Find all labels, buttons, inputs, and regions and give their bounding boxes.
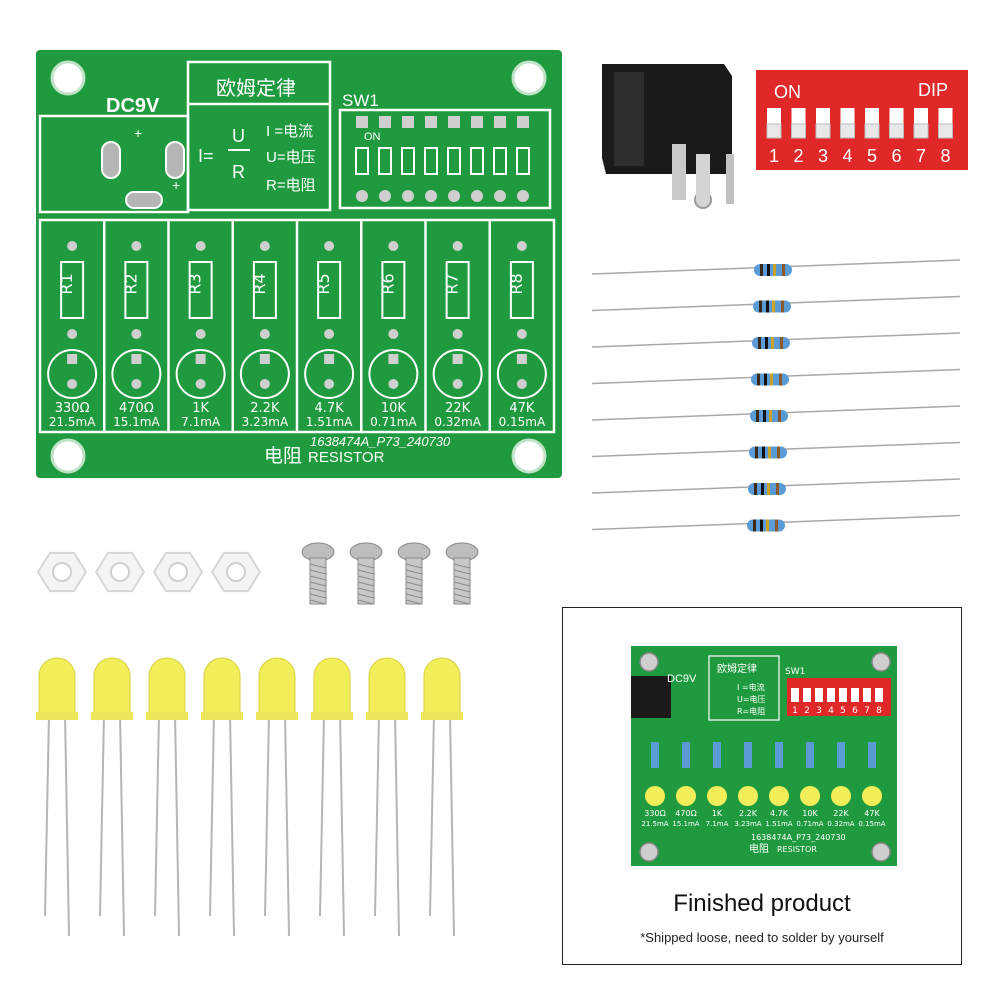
resistor-current-1: 21.5mA: [49, 415, 96, 429]
fp-legend-r: R=电阻: [737, 706, 765, 716]
fp-dip-number: 8: [876, 706, 882, 716]
board-name-en: RESISTOR: [308, 449, 385, 466]
board-name-cn: 电阻: [264, 445, 302, 467]
fp-value-4: 2.2K: [739, 809, 758, 818]
legend-r: R=电阻: [266, 177, 316, 194]
legend-u: U=电压: [266, 149, 316, 166]
fp-dip-number: 4: [828, 706, 834, 716]
resistor-current-7: 0.32mA: [434, 415, 481, 429]
dip-number-6: 6: [891, 146, 901, 166]
fp-current-3: 7.1mA: [706, 820, 729, 828]
resistor-value-4: 2.2K: [250, 401, 280, 416]
fp-current-1: 21.5mA: [641, 820, 668, 828]
nylon-nuts: [36, 551, 262, 593]
formula-title: 欧姆定律: [216, 77, 296, 100]
sw1-label: SW1: [342, 91, 379, 110]
resistor-current-2: 15.1mA: [113, 415, 160, 429]
dc-power-jack: [602, 64, 734, 209]
resistor-ref-8: R8: [507, 273, 526, 294]
resistor-ref-1: R1: [57, 273, 76, 294]
fp-sw1-label: SW1: [785, 667, 805, 677]
mounting-holes: [50, 60, 547, 474]
resistor-value-7: 22K: [445, 401, 471, 416]
resistor-value-8: 47K: [509, 401, 535, 416]
part-number: 1638474A_P73_240730: [310, 434, 451, 449]
resistor-ref-2: R2: [121, 273, 140, 294]
resistor-current-4: 3.23mA: [242, 415, 289, 429]
fp-value-8: 47K: [864, 809, 880, 818]
fp-name-cn: 电阻: [749, 842, 769, 855]
dip-number-1: 1: [769, 146, 779, 166]
fp-dip-number: 7: [864, 706, 870, 716]
fp-value-6: 10K: [802, 809, 818, 818]
resistor-ref-7: R7: [443, 273, 462, 294]
fp-value-3: 1K: [712, 809, 723, 818]
dip-number-4: 4: [842, 146, 852, 166]
dip-number-8: 8: [940, 146, 950, 166]
formula-left: I=: [198, 146, 214, 166]
dip-brand: DIP: [918, 80, 948, 100]
resistor-ref-6: R6: [378, 273, 397, 294]
pcb-board: DC9V + + 欧姆定律 I= U R I =电流 U=电压 R=电阻 SW1…: [36, 50, 562, 478]
resistor-ref-4: R4: [250, 273, 269, 294]
resistor-ref-5: R5: [314, 273, 333, 294]
loose-resistors: [591, 259, 961, 532]
fp-current-8: 0.15mA: [858, 820, 885, 828]
fp-current-7: 0.32mA: [827, 820, 854, 828]
fp-dc-label: DC9V: [667, 673, 697, 685]
resistor-value-2: 470Ω: [119, 401, 154, 416]
finished-title: Finished product: [673, 890, 851, 917]
fp-part-number: 1638474A_P73_240730: [751, 833, 846, 842]
resistor-ref-3: R3: [186, 273, 205, 294]
fp-value-2: 470Ω: [675, 809, 696, 818]
dip-number-3: 3: [818, 146, 828, 166]
sw-on-label: ON: [364, 131, 381, 143]
dip-number-5: 5: [867, 146, 877, 166]
fp-dip-number: 6: [852, 706, 858, 716]
resistor-value-3: 1K: [192, 401, 209, 416]
formula-num: U: [232, 126, 245, 146]
fp-current-5: 1.51mA: [765, 820, 792, 828]
svg-text:+: +: [172, 177, 180, 193]
resistor-value-6: 10K: [381, 401, 407, 416]
fp-dip-number: 3: [816, 706, 822, 716]
fp-value-5: 4.7K: [770, 809, 789, 818]
resistor-current-3: 7.1mA: [181, 415, 221, 429]
resistor-value-1: 330Ω: [55, 401, 90, 416]
dip-number-7: 7: [916, 146, 926, 166]
fp-legend-u: U=电压: [737, 694, 766, 704]
resistor-value-5: 4.7K: [315, 401, 345, 416]
fp-current-6: 0.71mA: [796, 820, 823, 828]
legend-i: I =电流: [266, 123, 313, 140]
resistor-current-5: 1.51mA: [306, 415, 353, 429]
resistor-current-6: 0.71mA: [370, 415, 417, 429]
finished-note: *Shipped loose, need to solder by yourse…: [640, 930, 884, 945]
yellow-leds: [36, 657, 463, 937]
fp-name-en: RESISTOR: [777, 845, 817, 854]
screws: [301, 542, 479, 605]
fp-current-4: 3.23mA: [734, 820, 761, 828]
fp-dip-number: 1: [792, 706, 798, 716]
dip-number-2: 2: [793, 146, 803, 166]
fp-value-1: 330Ω: [644, 809, 665, 818]
fp-value-7: 22K: [833, 809, 849, 818]
dc-label: DC9V: [106, 95, 160, 117]
svg-text:+: +: [134, 125, 142, 141]
fp-dip-number: 2: [804, 706, 810, 716]
fp-legend-i: I =电流: [737, 682, 765, 692]
fp-current-2: 15.1mA: [672, 820, 699, 828]
formula-den: R: [232, 162, 245, 182]
dip-on-label: ON: [774, 82, 801, 102]
switch-pads: [355, 116, 530, 202]
resistor-current-8: 0.15mA: [499, 415, 546, 429]
fp-dip-number: 5: [840, 706, 846, 716]
fp-formula-title: 欧姆定律: [717, 662, 757, 675]
